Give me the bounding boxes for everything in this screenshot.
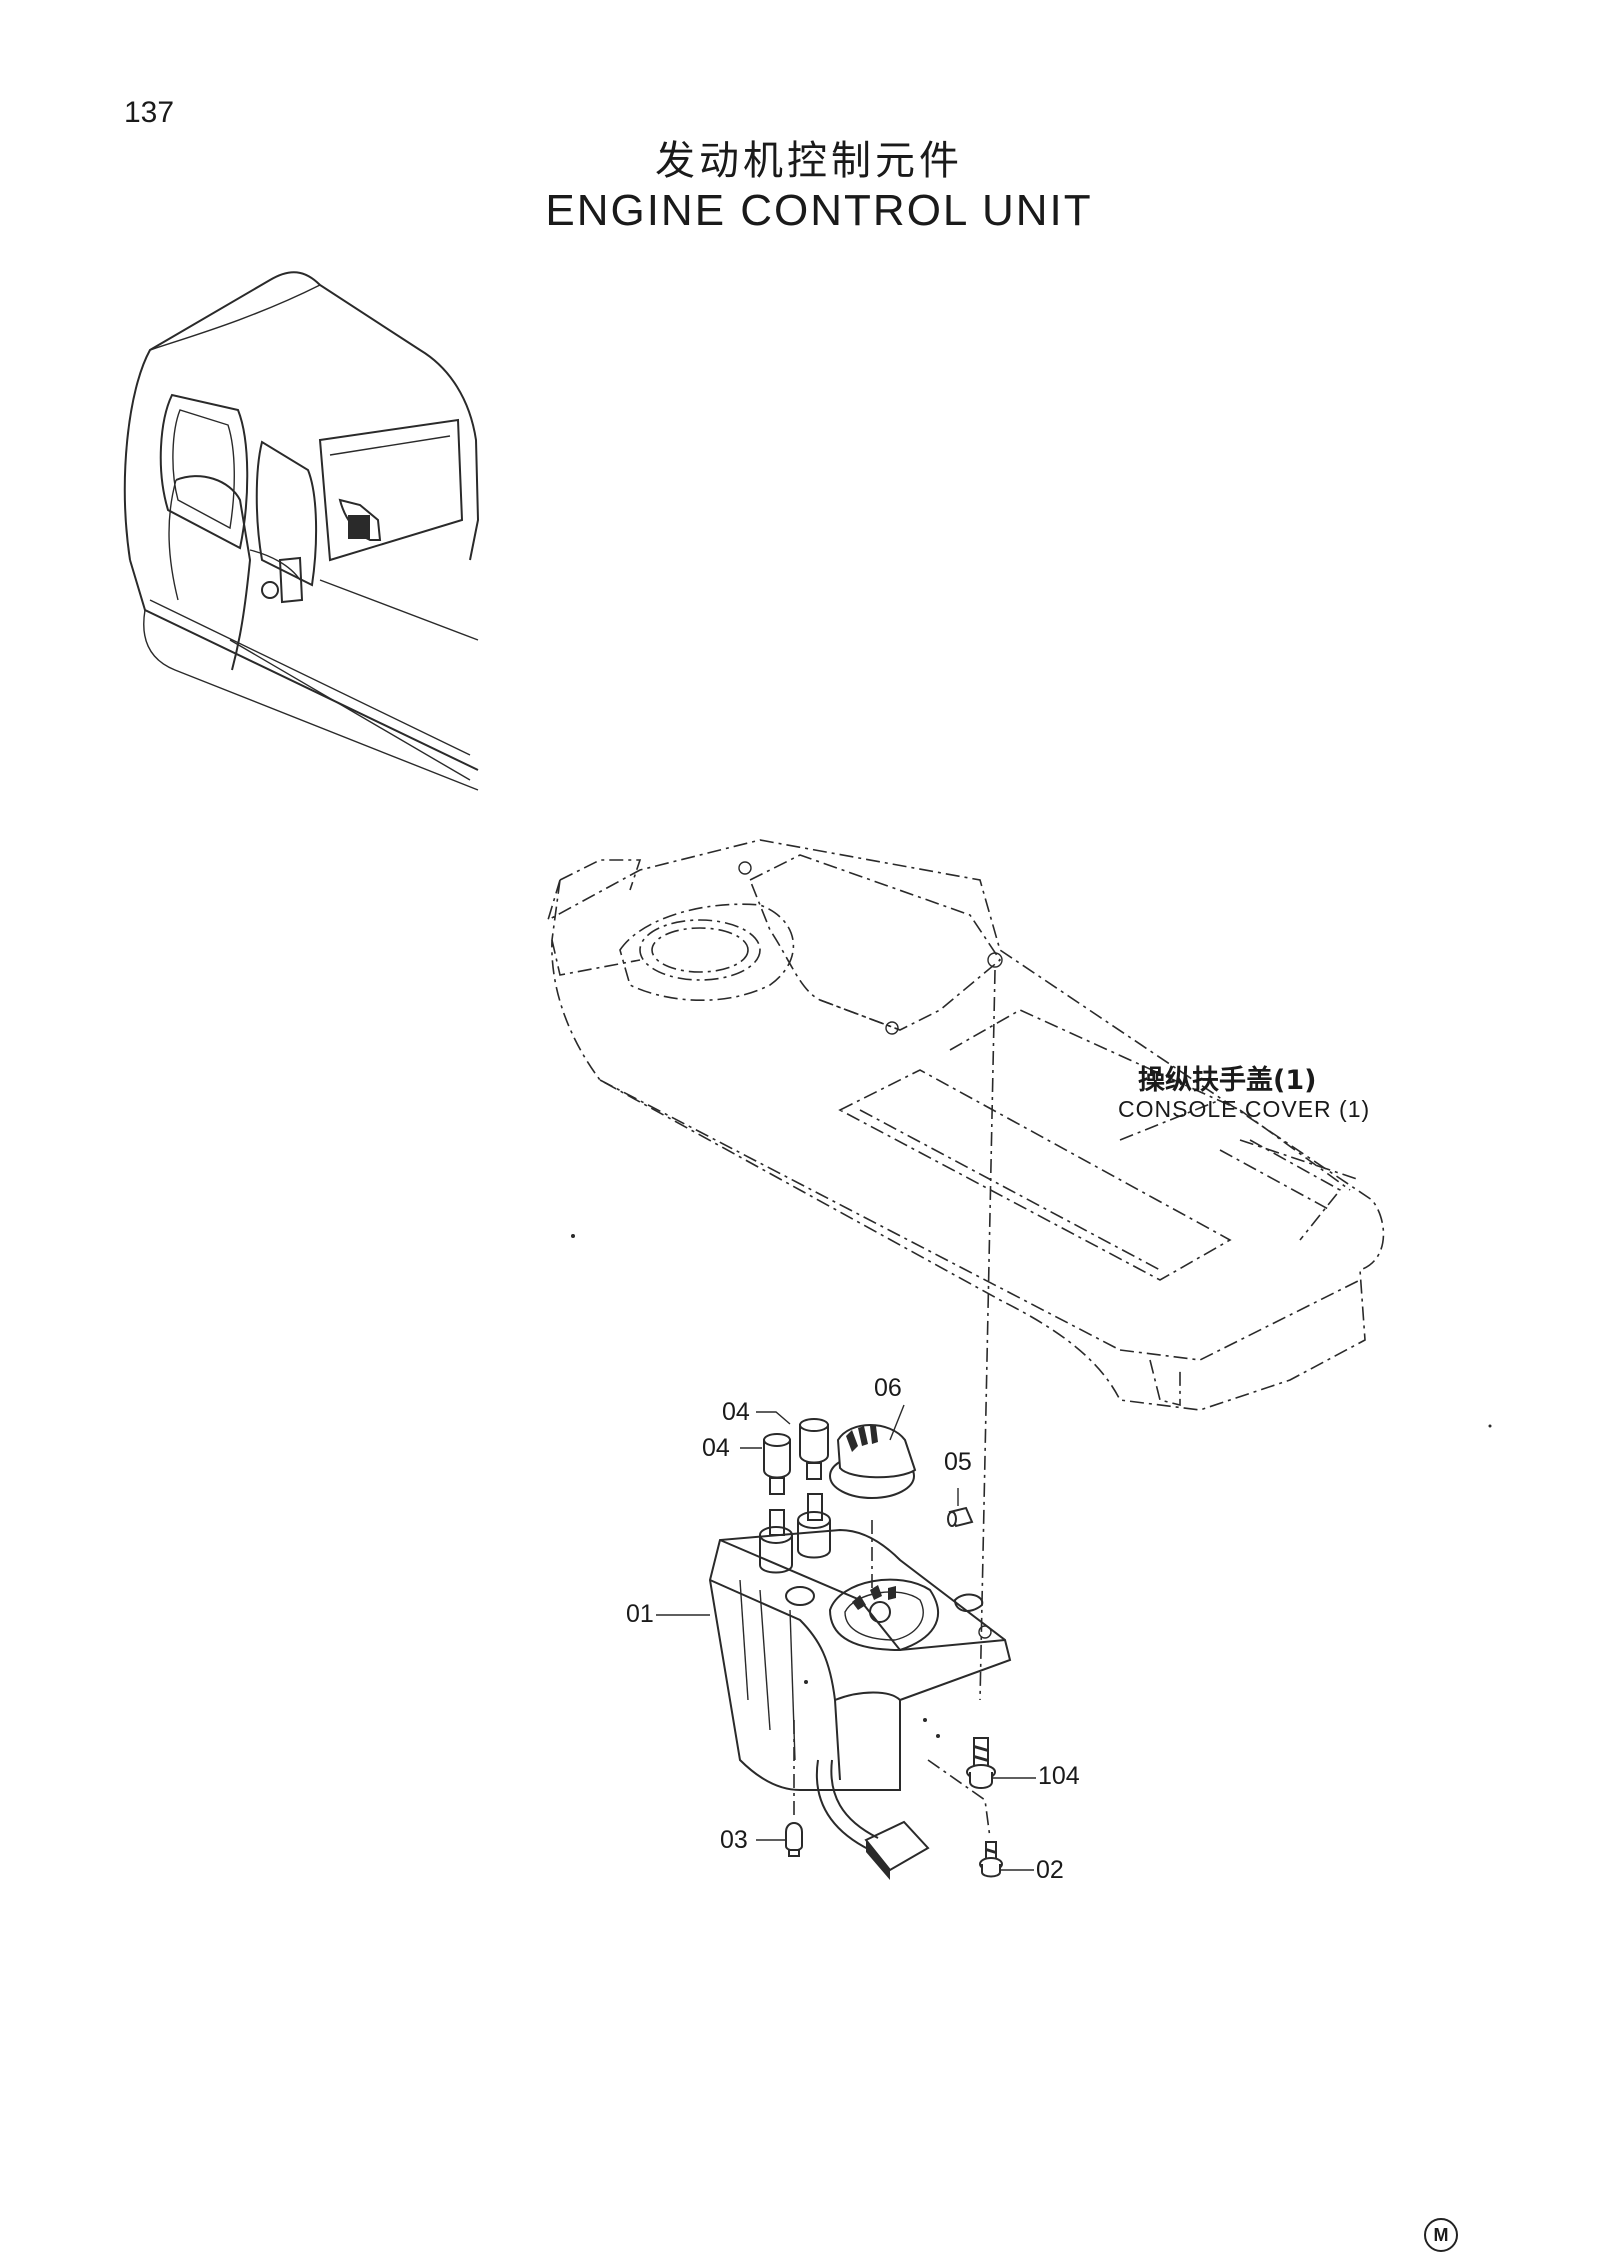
console-cover-label-english: CONSOLE COVER (1) xyxy=(1118,1096,1371,1122)
push-button-04a xyxy=(763,1433,791,1495)
part-label-03: 03 xyxy=(720,1826,748,1854)
part-label-01: 01 xyxy=(626,1600,654,1628)
corner-mark-badge: M xyxy=(1424,2218,1458,2252)
title-english: ENGINE CONTROL UNIT xyxy=(545,186,1093,235)
push-button-04b xyxy=(799,1418,829,1480)
part-label-02: 02 xyxy=(1036,1856,1064,1884)
throttle-dial-knob-06 xyxy=(829,1424,917,1499)
engine-control-unit xyxy=(708,1493,1012,1880)
part-label-04b: 04 xyxy=(702,1434,730,1462)
part-label-04a: 04 xyxy=(722,1398,750,1426)
screw-02 xyxy=(979,1841,1003,1878)
part-label-104: 104 xyxy=(1038,1762,1080,1790)
lamp-bulb-03 xyxy=(785,1822,803,1857)
set-screw-05 xyxy=(947,1506,974,1528)
stray-mark xyxy=(571,1234,575,1238)
cab-overview-illustration xyxy=(123,271,480,791)
bolt-104 xyxy=(966,1737,996,1789)
title-chinese: 发动机控制元件 xyxy=(655,138,963,184)
console-cover-illustration xyxy=(546,839,1385,1411)
page-number: 137 xyxy=(124,96,175,129)
stray-mark xyxy=(1488,1424,1492,1428)
console-cover-label-chinese: 操纵扶手盖(1) xyxy=(1138,1065,1317,1096)
part-label-06: 06 xyxy=(874,1374,902,1402)
part-label-05: 05 xyxy=(944,1448,972,1476)
guide-line-104 xyxy=(979,969,996,1701)
leader-lines xyxy=(656,1404,1036,1871)
